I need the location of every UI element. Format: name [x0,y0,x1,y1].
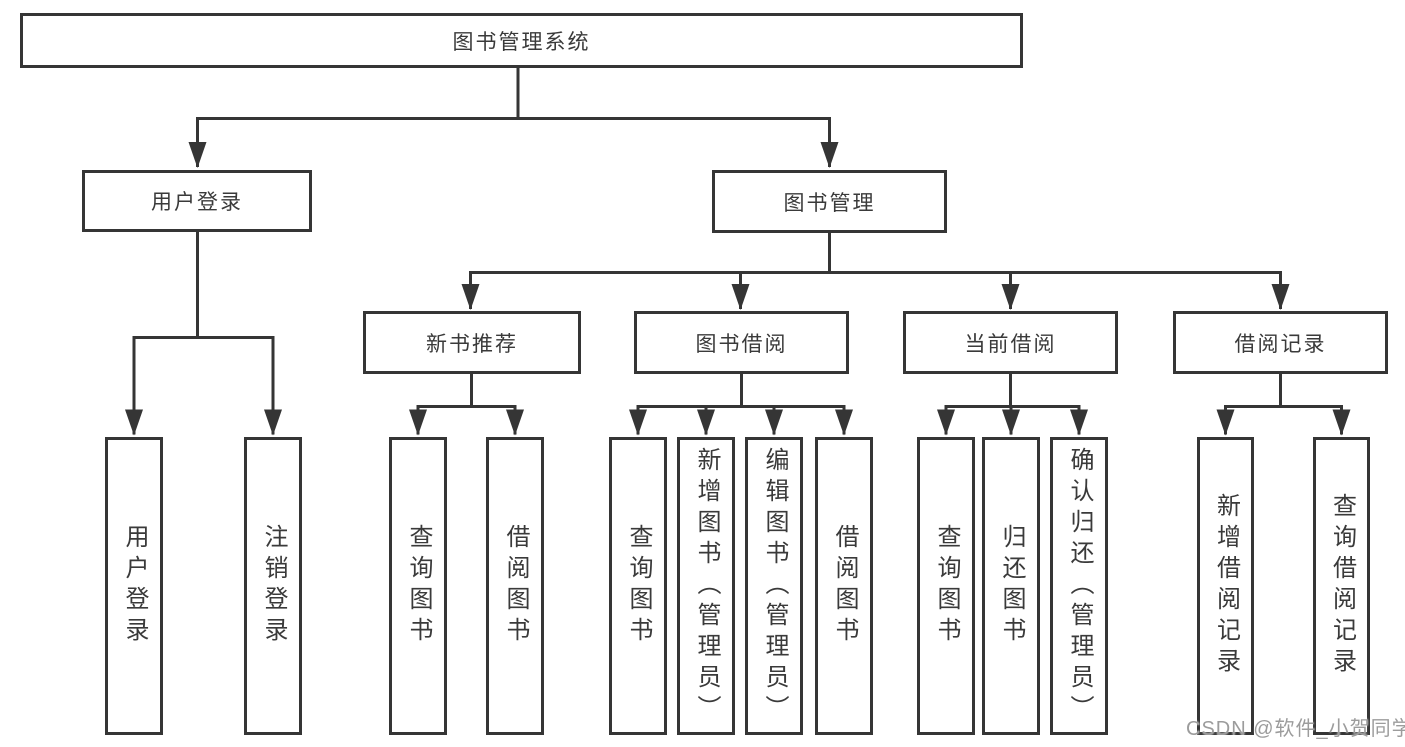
connector-borrow-records-group [1216,374,1351,436]
leaf-nb-query-books: 查询图书 [389,437,447,735]
connector-root-to-level2 [188,67,839,168]
node-borrow-records: 借阅记录 [1173,311,1388,374]
node-current-borrow: 当前借阅 [903,311,1118,374]
leaf-bb-borrow-books: 借阅图书 [815,437,873,735]
connector-user-login-group [125,231,282,436]
node-book-management: 图书管理 [712,170,947,233]
node-new-book-recommend: 新书推荐 [363,311,581,374]
leaf-nb-borrow-books: 借阅图书 [486,437,544,735]
connector-book-mgmt-to-level3 [461,232,1290,310]
csdn-watermark: CSDN @软件_小贺同学 [1186,718,1405,740]
node-user-login: 用户登录 [82,170,312,232]
leaf-cb-query-books: 查询图书 [917,437,975,735]
leaf-bb-query-books: 查询图书 [609,437,667,735]
leaf-cb-return-books: 归还图书 [982,437,1040,735]
leaf-bb-add-books-admin: 新增图书（管理员） [677,437,735,735]
leaf-br-add-record: 新增借阅记录 [1197,437,1254,735]
leaf-bb-edit-books-admin: 编辑图书（管理员） [745,437,803,735]
connector-book-borrow-group [629,374,853,436]
connector-new-books-group [409,374,524,436]
leaf-cb-confirm-return-admin: 确认归还（管理员） [1050,437,1108,735]
connector-current-borrow-group [937,374,1088,436]
leaf-user-login: 用户登录 [105,437,163,735]
leaf-logout: 注销登录 [244,437,302,735]
node-book-borrow: 图书借阅 [634,311,849,374]
node-root: 图书管理系统 [20,13,1023,68]
leaf-br-query-record: 查询借阅记录 [1313,437,1370,735]
